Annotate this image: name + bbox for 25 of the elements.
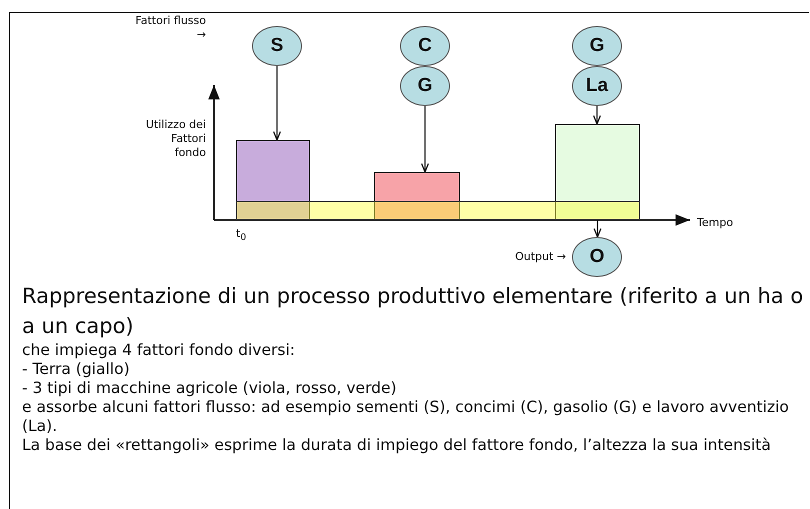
flow-factor-circle: G: [572, 26, 622, 66]
axis-label: Tempo: [697, 216, 734, 230]
land-band: [236, 201, 640, 220]
description-text: La base dei «rettangoli» esprime la durata di impiego del fattore fondo, l’altezza la sua intensità: [22, 436, 772, 455]
axis-label: Utilizzo dei Fattori fondo: [144, 118, 206, 160]
output-circle: O: [572, 237, 622, 277]
flow-factor-circle: C: [400, 26, 450, 66]
flow-factor-circle: La: [572, 66, 622, 106]
caption: Rappresentazione di un processo produttivo elementare (riferito a un ha o a un capo): [22, 283, 804, 340]
description-text: - 3 tipi di macchine agricole (viola, rosso, verde): [22, 379, 398, 398]
description-text: che impiega 4 fattori fondo diversi:: [22, 341, 296, 360]
axis-label: Output →: [514, 250, 566, 264]
axis-label: t$_{0}$: [236, 227, 248, 246]
usage-bar: [236, 140, 310, 220]
description-text: - Terra (giallo): [22, 360, 131, 379]
arrow: [593, 106, 601, 125]
flow-factor-circle: S: [252, 26, 302, 66]
flow-factor-circle: G: [400, 66, 450, 106]
usage-bar: [374, 172, 460, 220]
arrow: [594, 220, 602, 238]
usage-bar: [555, 124, 640, 220]
description-text: e assorbe alcuni fattori flusso: ad esempio sementi (S), concimi (C), gasolio (G) e lavoro avventizio (La).: [22, 398, 790, 436]
arrow: [273, 66, 281, 141]
axis-label: Fattori flusso →: [134, 14, 206, 42]
arrow: [421, 106, 429, 173]
